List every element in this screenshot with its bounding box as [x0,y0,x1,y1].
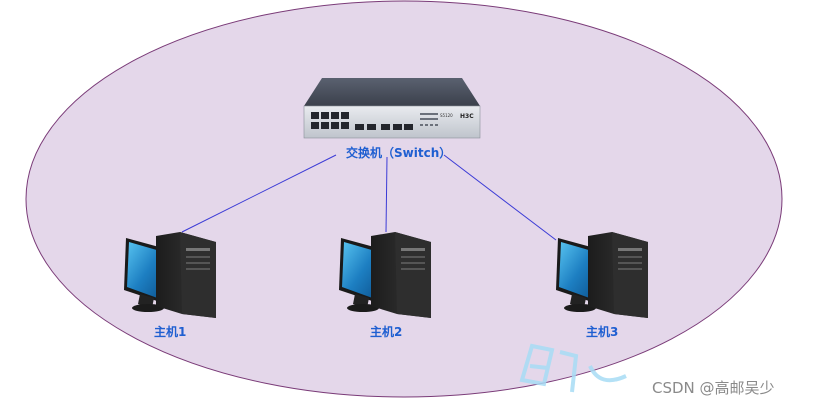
link-switch-host3 [443,154,557,241]
host-1-computer [124,232,216,318]
switch-model: S5120 [440,113,453,118]
link-switch-host2 [385,156,388,233]
tower-icon [156,232,216,318]
host-2-computer [339,232,431,318]
watermark-text: CSDN @高邮吴少 [652,379,775,397]
tower-icon [588,232,648,318]
host-1-label: 主机1 [154,325,187,339]
host-3-computer [556,232,648,318]
host-2-label: 主机2 [370,325,403,339]
host-3-label: 主机3 [586,325,619,339]
switch-brand-logo: H3C [460,113,474,120]
lan-ellipse [25,0,783,398]
watermark-logo-icon [519,343,627,393]
switch-device: S5120 H3C [303,78,481,139]
tower-icon [371,232,431,318]
link-switch-host1 [181,154,337,233]
switch-label: 交换机（Switch） [346,146,452,160]
